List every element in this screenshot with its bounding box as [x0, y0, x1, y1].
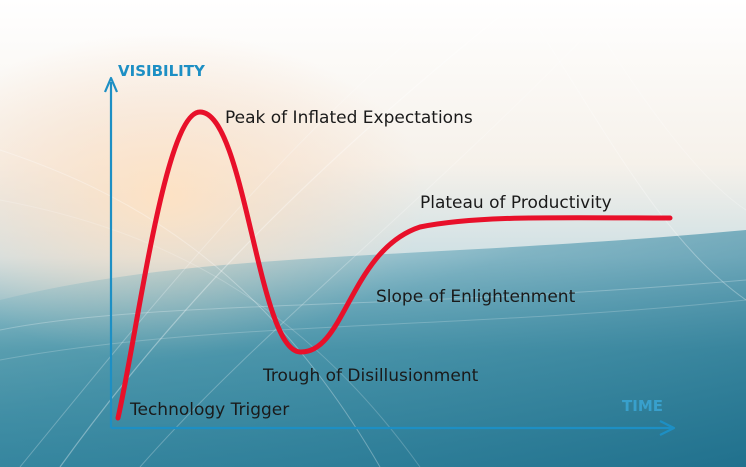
- x-axis-arrowhead: [659, 420, 676, 436]
- label-peak-of-inflated-expectations: Peak of Inflated Expectations: [225, 108, 473, 128]
- y-axis-arrowhead: [103, 76, 119, 93]
- label-trough-of-disillusionment: Trough of Disillusionment: [263, 366, 479, 386]
- label-technology-trigger: Technology Trigger: [130, 400, 290, 420]
- label-slope-of-enlightenment: Slope of Enlightenment: [376, 287, 576, 307]
- label-plateau-of-productivity: Plateau of Productivity: [420, 193, 612, 213]
- y-axis-label: VISIBILITY: [118, 62, 205, 80]
- x-axis-label: TIME: [622, 397, 663, 415]
- hype-curve: [115, 109, 673, 421]
